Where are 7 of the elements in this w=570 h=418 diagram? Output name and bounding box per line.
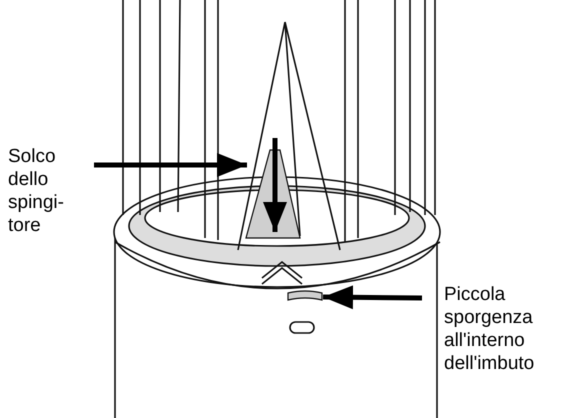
callout-label: Piccola sporgenza all'interno dell'imbuto [444,283,568,375]
arrow [94,153,247,177]
arrow [322,285,422,310]
arrow [263,138,287,232]
callout-label: Solco dello spingi-tore [8,145,80,237]
protrusion [287,290,323,301]
groove [245,149,301,239]
